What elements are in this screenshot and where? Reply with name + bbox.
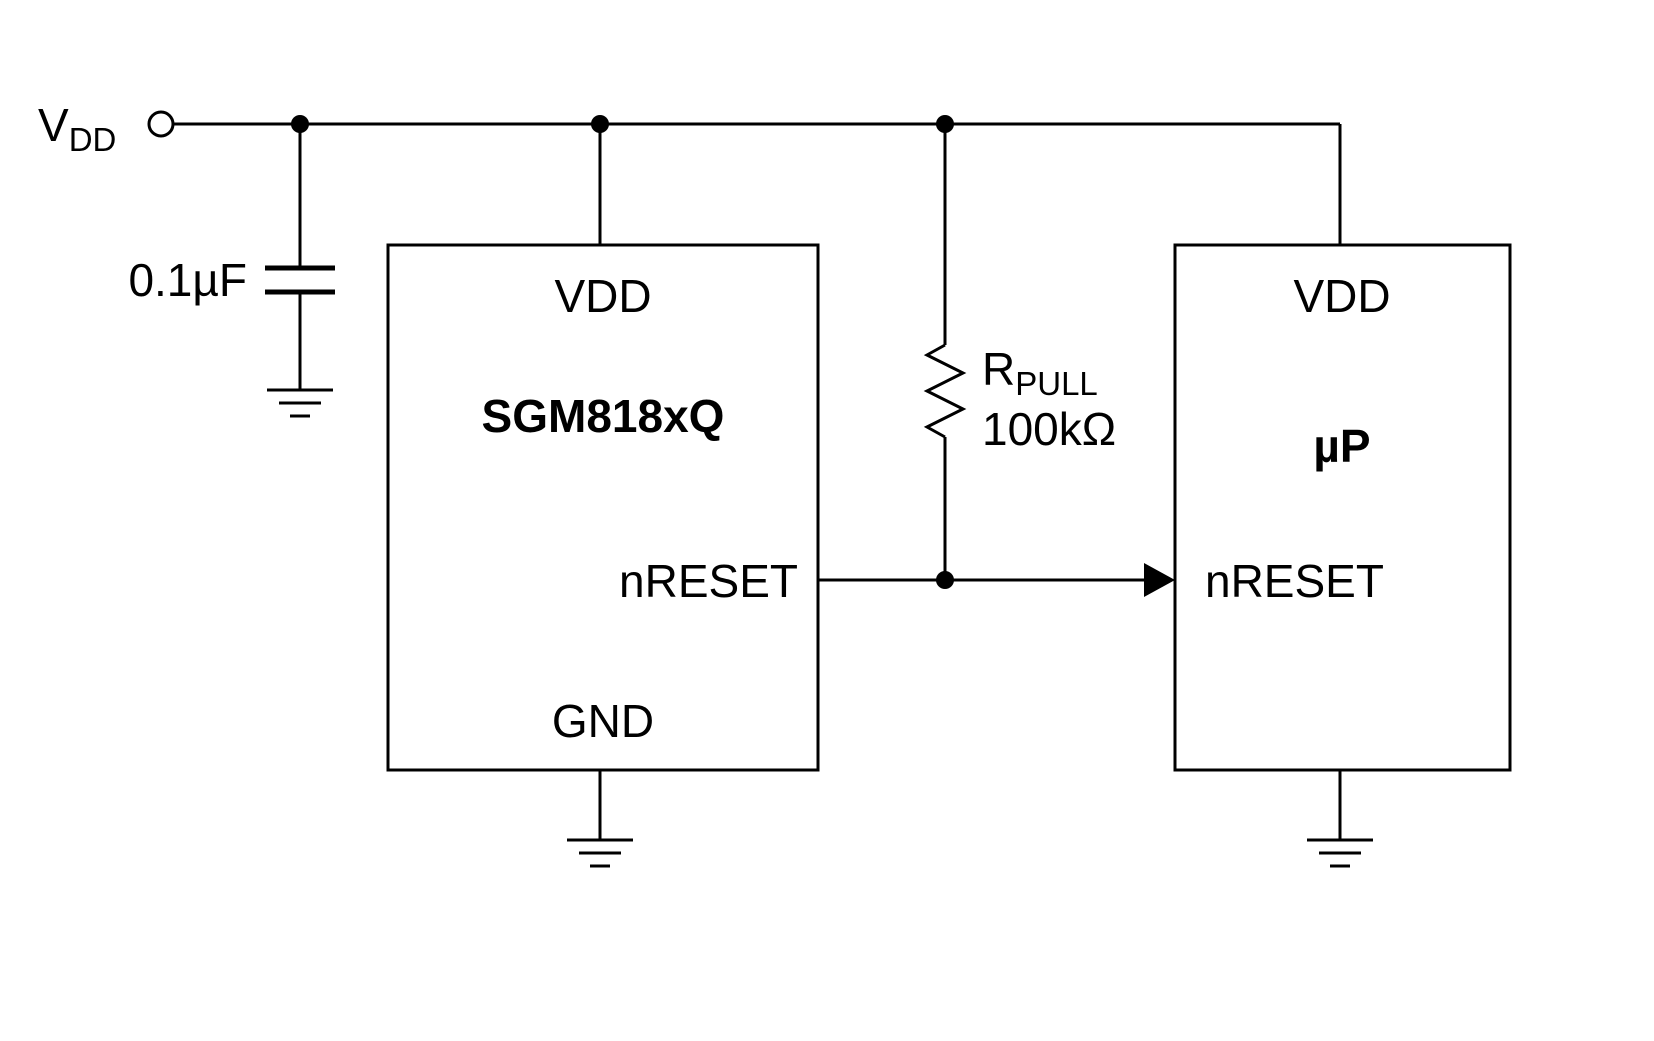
vdd-supply-label-main: V [38,99,69,151]
ground-symbol [1307,838,1373,868]
sgm-pin-gnd-label: GND [552,695,654,747]
capacitor-value-label: 0.1µF [128,254,247,306]
sgm-pin-nreset-label: nRESET [619,555,798,607]
mcu-pin-nreset-label: nRESET [1205,555,1384,607]
resistor-symbol [923,343,967,439]
vdd-supply-label-sub: DD [69,121,117,158]
resistor-name-sub: PULL [1015,365,1098,402]
mcu-box [1173,243,1512,772]
sgm-ic-name: SGM818xQ [482,390,725,442]
sgm-ic-box [386,243,820,772]
mcu-pin-vdd-label: VDD [1293,270,1390,322]
ground-symbol [267,388,333,418]
ground-symbol [567,838,633,868]
nreset-arrowhead-icon [1144,563,1175,597]
mcu-name: µP [1313,420,1370,472]
capacitor-symbol [265,265,335,295]
resistor-name-main: R [982,343,1015,395]
vdd-terminal-circle [147,110,175,138]
resistor-value-label: 100kΩ [982,403,1116,455]
vdd-supply-label: VDD [38,99,116,158]
sgm-pin-vdd-label: VDD [554,270,651,322]
resistor-name-label: RPULL [982,343,1098,402]
